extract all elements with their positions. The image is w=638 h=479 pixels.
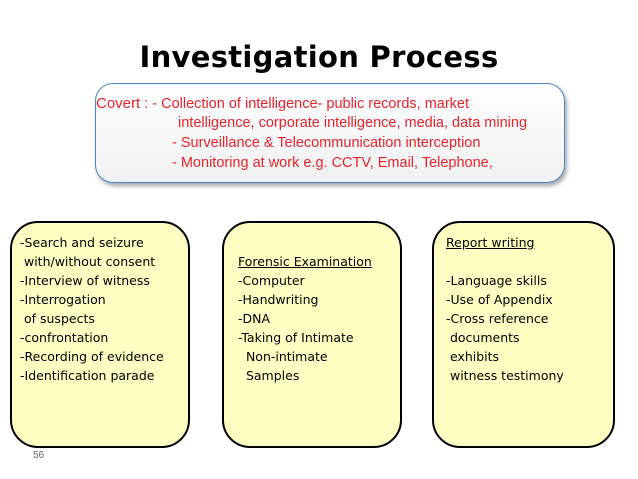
box2-line: Samples: [238, 368, 300, 383]
box3-line: -Use of Appendix: [446, 292, 553, 307]
covert-line-1: Covert : - Collection of intelligence- p…: [96, 94, 469, 114]
slide-title: Investigation Process: [139, 40, 499, 74]
report-writing-box: Report writing -Language skills -Use of …: [432, 221, 615, 448]
forensic-examination-box: Forensic Examination -Computer -Handwrit…: [222, 221, 402, 448]
box1-line: -Recording of evidence: [20, 349, 164, 364]
covert-line-4: - Monitoring at work e.g. CCTV, Email, T…: [172, 155, 493, 171]
covert-line1-prefix: - Collection of: [152, 96, 241, 112]
covert-label: Covert: [96, 95, 141, 112]
box1-line: -Interview of witness: [20, 273, 150, 288]
box1-line: with/without consent: [20, 254, 156, 269]
covert-line-3: - Surveillance & Telecommunication inter…: [172, 135, 481, 151]
box2-line: -Handwriting: [238, 292, 319, 307]
overt-actions-box: -Search and seizure with/without consent…: [10, 221, 190, 448]
box3-heading: Report writing: [446, 235, 535, 250]
box1-line: -Identification parade: [20, 368, 155, 383]
box2-line: -DNA: [238, 311, 271, 326]
box2-heading: Forensic Examination: [238, 254, 372, 269]
covert-methods-box: Covert : - Collection of intelligence- p…: [95, 83, 565, 183]
box2-line: Non-intimate: [238, 349, 328, 364]
box3-line: witness testimony: [446, 368, 564, 383]
box1-line: of suspects: [20, 311, 95, 326]
box3-line: exhibits: [446, 349, 500, 364]
covert-separator: :: [144, 96, 149, 112]
box3-line: -Cross reference: [446, 311, 549, 326]
box1-line: -confrontation: [20, 330, 109, 345]
slide-number: 56: [33, 450, 45, 461]
box1-line: -Interrogation: [20, 292, 106, 307]
box2-line: -Taking of Intimate: [238, 330, 354, 345]
box1-line: -Search and seizure: [20, 235, 144, 250]
box3-line: documents: [446, 330, 520, 345]
covert-line1-rest: intelligence- public records, market: [244, 96, 470, 112]
covert-line-2: intelligence, corporate intelligence, me…: [178, 115, 528, 131]
box3-line: -Language skills: [446, 273, 547, 288]
box2-line: -Computer: [238, 273, 305, 288]
